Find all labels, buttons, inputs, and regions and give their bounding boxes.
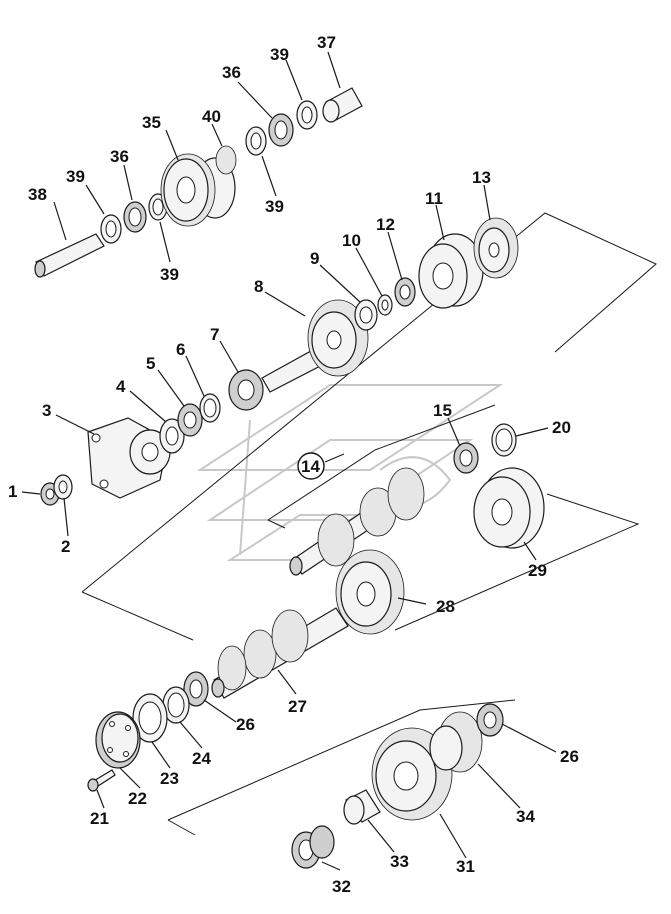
callout-15: 15 <box>433 401 452 420</box>
callout-33: 33 <box>390 852 409 871</box>
callout-36-top: 36 <box>222 63 241 82</box>
sleeve-33 <box>343 789 381 825</box>
callout-38: 38 <box>28 185 47 204</box>
bearing-15 <box>453 442 479 474</box>
gear-34 <box>429 711 483 773</box>
pin-38 <box>34 233 105 278</box>
gear-13 <box>473 217 519 279</box>
callout-21: 21 <box>90 809 109 828</box>
bearing-26-left <box>183 671 209 707</box>
callout-34: 34 <box>516 807 535 826</box>
ring-6 <box>199 393 221 423</box>
callout-39-top: 39 <box>270 45 289 64</box>
callout-35: 35 <box>142 113 161 132</box>
gear-40 <box>215 145 237 175</box>
leader-lines <box>21 51 557 871</box>
input-shaft-gear-8 <box>261 299 369 393</box>
callout-20: 20 <box>552 418 571 437</box>
washer-39-left <box>100 214 122 244</box>
ring-24 <box>162 686 190 724</box>
callout-circle-14 <box>297 452 325 480</box>
callout-6: 6 <box>176 340 185 359</box>
callout-5: 5 <box>146 354 155 373</box>
bearing-5 <box>177 403 203 437</box>
callout-31: 31 <box>456 857 475 876</box>
callout-26-left: 26 <box>236 715 255 734</box>
needle-bearing-32 <box>291 825 335 869</box>
seal-4 <box>159 418 185 454</box>
callout-labels: 1 2 3 4 5 6 7 8 9 10 11 12 13 14 15 20 2… <box>8 33 579 896</box>
bolt-21 <box>87 769 116 792</box>
output-shaft-27 <box>211 607 349 699</box>
callout-1: 1 <box>8 482 17 501</box>
countershaft-gears <box>289 467 425 576</box>
bearing-12 <box>394 277 416 307</box>
synchro-hub-11 <box>418 233 484 309</box>
callout-23: 23 <box>160 769 179 788</box>
callout-29: 29 <box>528 561 547 580</box>
callout-27: 27 <box>288 697 307 716</box>
washer-9 <box>354 299 378 331</box>
callout-36-left: 36 <box>110 147 129 166</box>
shim-23 <box>132 693 168 743</box>
callout-40: 40 <box>202 107 221 126</box>
bearing-7 <box>228 369 264 411</box>
callout-11: 11 <box>425 189 443 208</box>
needle-bearing-36-left <box>123 201 147 233</box>
callout-12: 12 <box>376 215 395 234</box>
callout-39-mid: 39 <box>265 197 284 216</box>
sleeve-37 <box>322 87 363 123</box>
washer-39-top <box>245 126 267 156</box>
callout-28: 28 <box>436 597 455 616</box>
callout-10: 10 <box>342 231 361 250</box>
callout-9: 9 <box>310 249 319 268</box>
callout-37: 37 <box>317 33 336 52</box>
ring-20 <box>491 423 517 457</box>
callout-39-left: 39 <box>66 167 85 186</box>
bearing-26-right <box>476 703 504 737</box>
callout-13: 13 <box>472 168 491 187</box>
callout-8: 8 <box>254 277 263 296</box>
callout-3: 3 <box>42 401 51 420</box>
cover-22 <box>95 711 141 769</box>
gear-28 <box>335 549 405 635</box>
callout-7: 7 <box>210 325 219 344</box>
synchro-hub-29 <box>473 467 545 549</box>
assembly-outlines <box>81 212 657 836</box>
washer-39-right <box>296 100 318 130</box>
callout-32: 32 <box>332 877 351 896</box>
callout-4: 4 <box>116 377 126 396</box>
needle-bearing-36-top <box>268 113 294 147</box>
ring-10 <box>377 294 393 316</box>
callout-24: 24 <box>192 749 211 768</box>
callout-2: 2 <box>61 537 70 556</box>
yoke-flange-3 <box>87 417 171 499</box>
callout-22: 22 <box>128 789 147 808</box>
callout-14: 14 <box>301 457 320 476</box>
callout-39-bottom: 39 <box>160 265 179 284</box>
callout-26-right: 26 <box>560 747 579 766</box>
washer-2 <box>53 474 73 500</box>
